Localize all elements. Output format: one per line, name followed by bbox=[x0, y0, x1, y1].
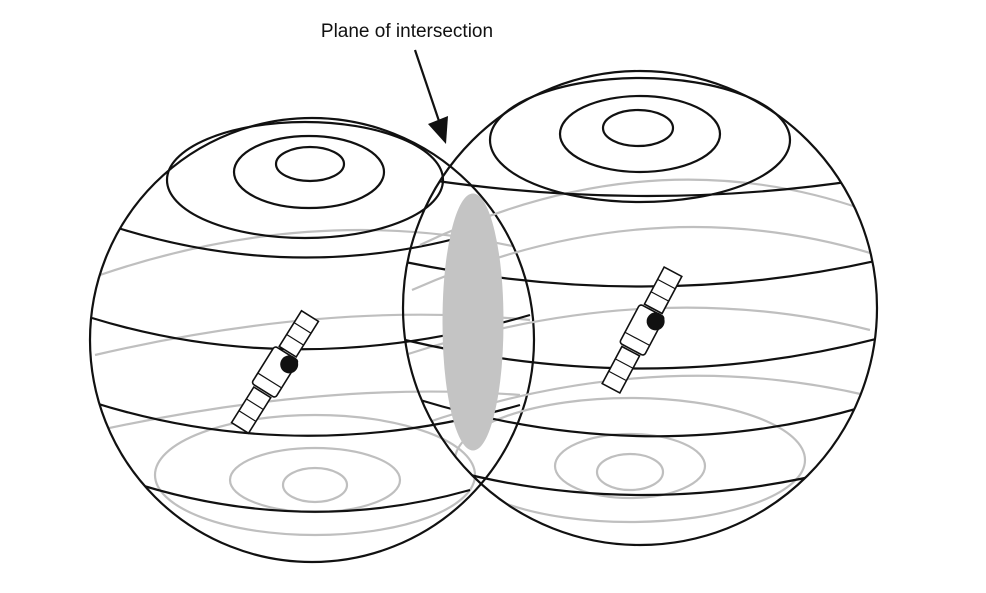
right-pole-ring-middle bbox=[558, 94, 722, 174]
left-pole-ring-outer bbox=[165, 120, 445, 240]
plane-of-intersection-label: Plane of intersection bbox=[321, 21, 493, 42]
intersection-plane bbox=[442, 193, 504, 451]
right-pole-ring-inner bbox=[601, 108, 675, 148]
left-pole-ring-inner bbox=[274, 145, 346, 183]
right-satellite-dish bbox=[646, 312, 665, 331]
left-satellite-lower-panel bbox=[278, 309, 320, 359]
left-sphere-outline bbox=[88, 116, 536, 564]
annotation-arrow bbox=[413, 49, 448, 144]
right-satellite bbox=[601, 265, 683, 395]
right-sphere-outline bbox=[401, 69, 879, 547]
left-satellite bbox=[230, 309, 320, 435]
right-satellite-upper-panel bbox=[601, 345, 641, 395]
arrow-head-icon bbox=[428, 116, 448, 144]
right-pole-ring-outer bbox=[488, 76, 792, 204]
left-satellite-dish bbox=[280, 355, 299, 374]
left-satellite-upper-panel bbox=[230, 385, 272, 435]
right-satellite-lower-panel bbox=[643, 265, 683, 315]
left-pole-ring-middle bbox=[232, 134, 386, 210]
